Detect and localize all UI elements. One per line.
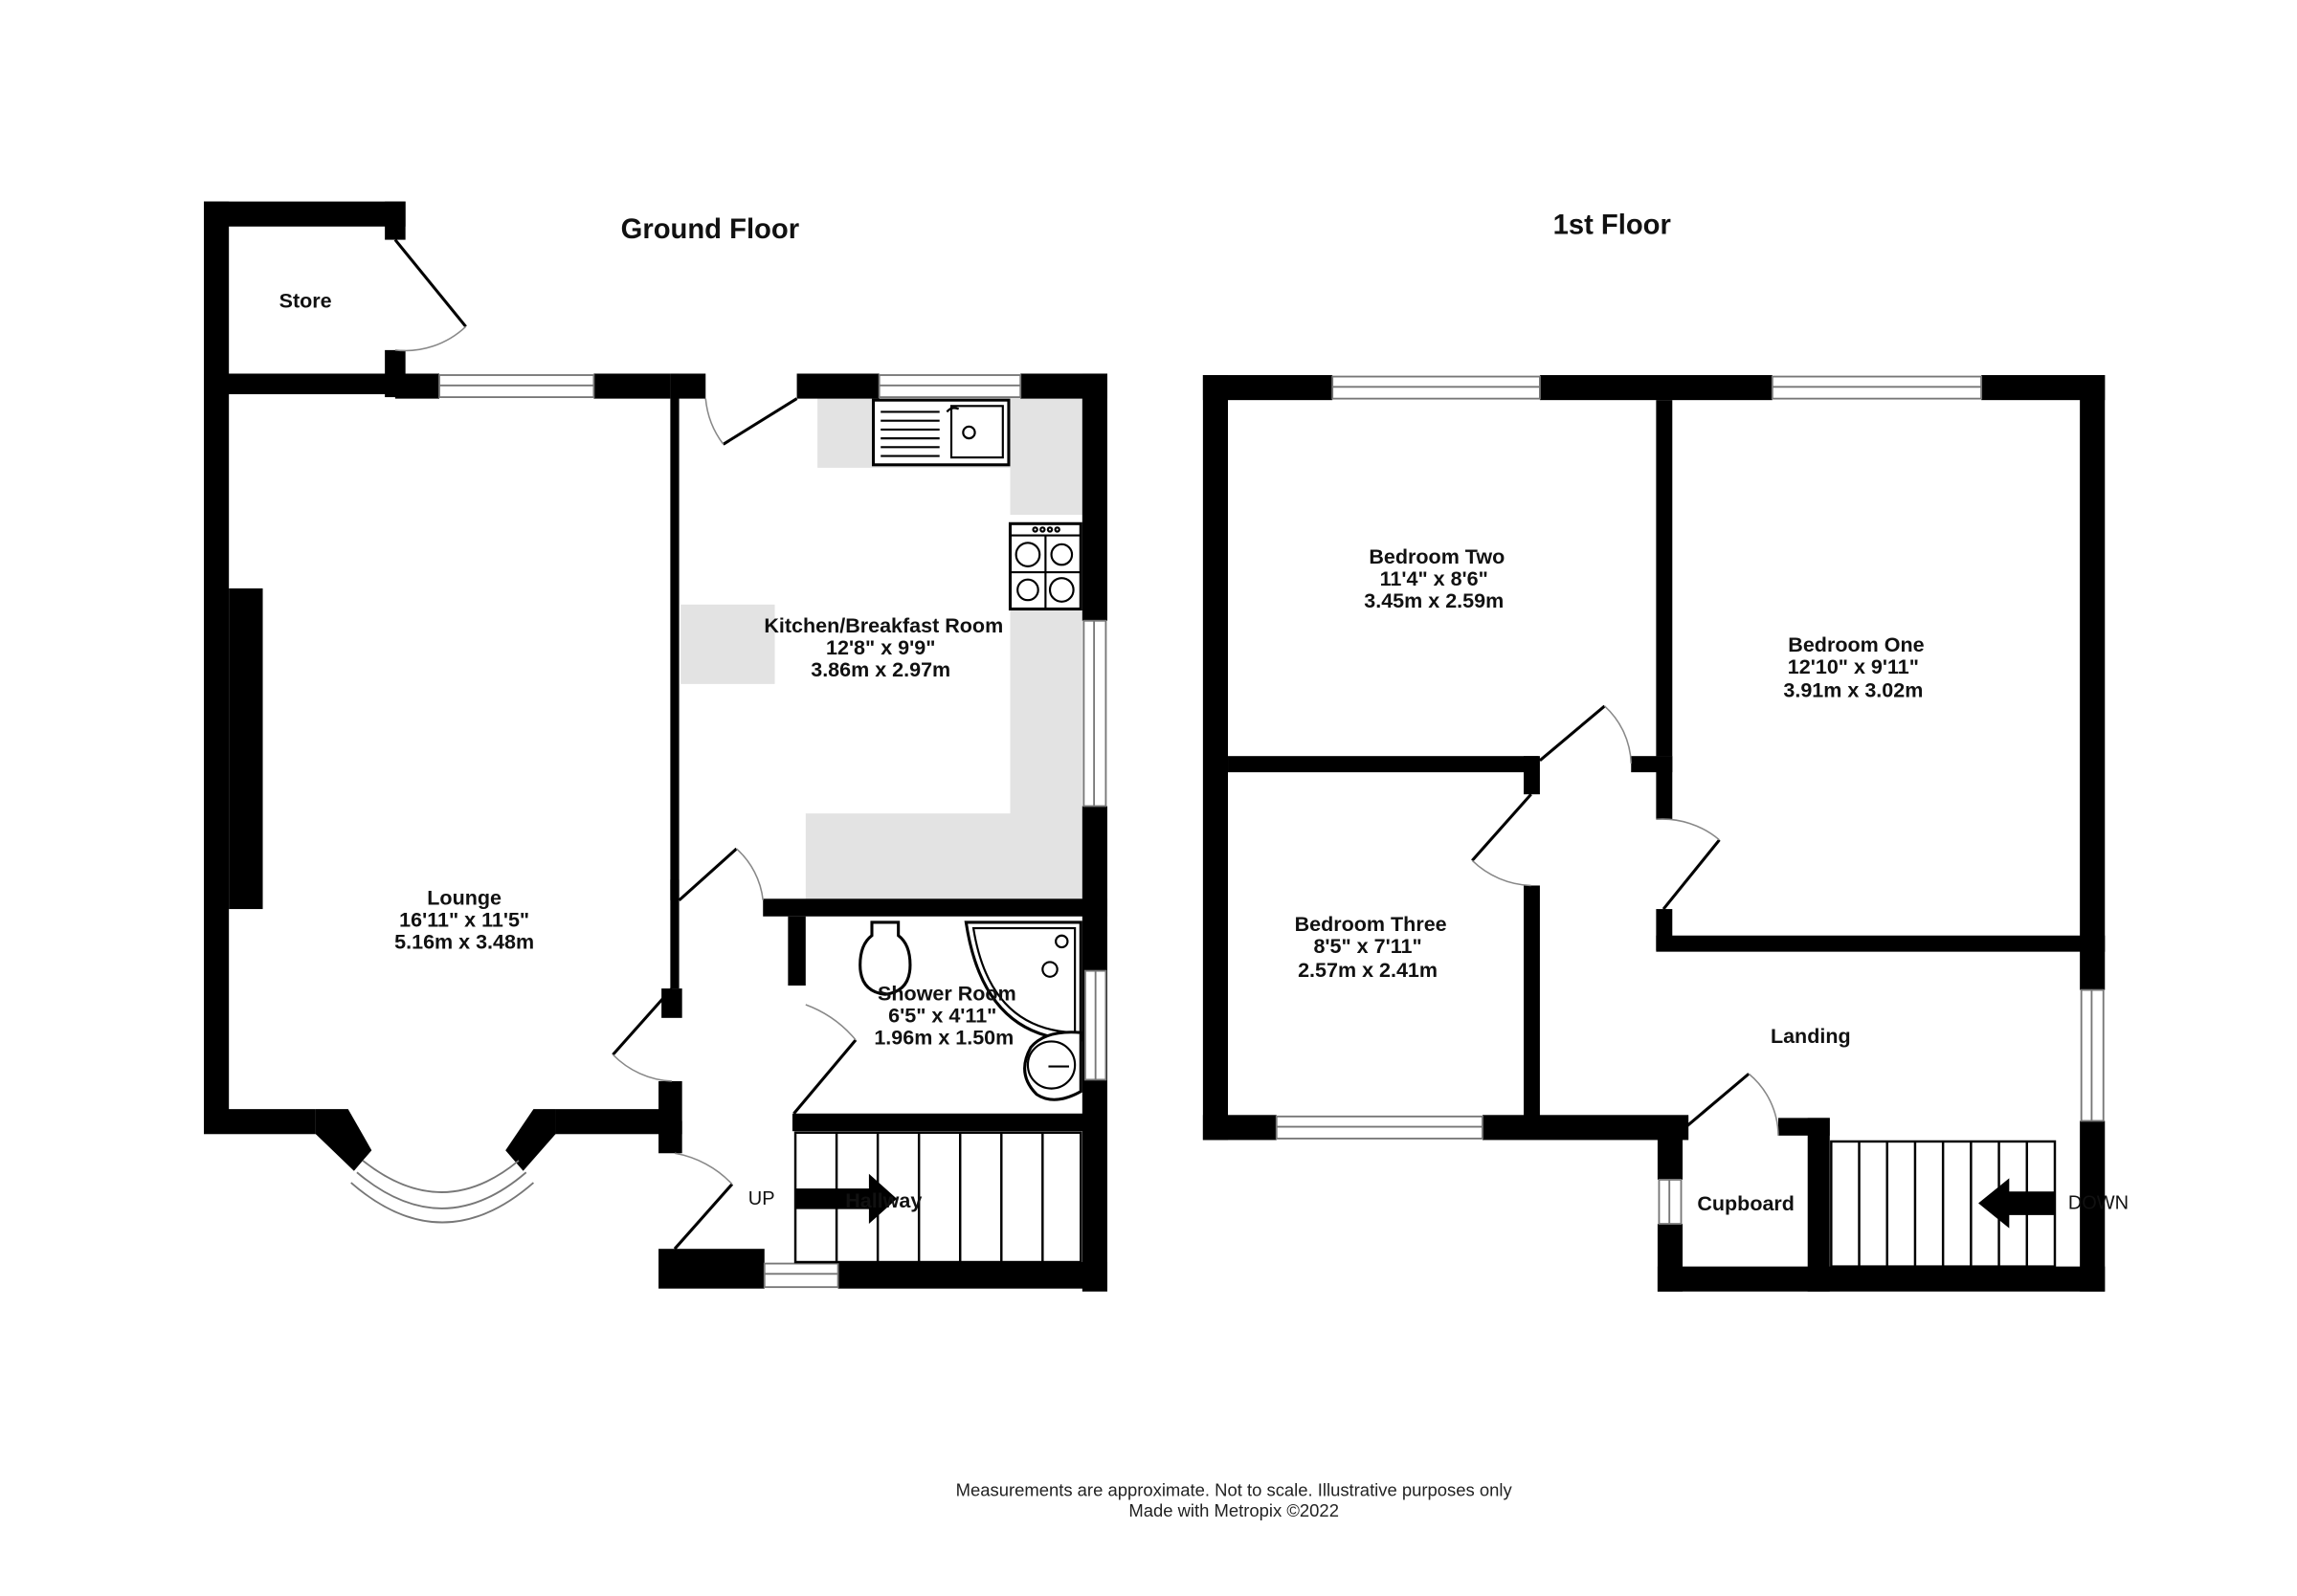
lounge-walls (204, 373, 682, 1171)
lounge-window (438, 374, 595, 399)
shower-room-metric: 1.96m x 1.50m (874, 1027, 1014, 1050)
shower-room-walls (788, 916, 1084, 1132)
ground-floor: Ground Floor (204, 201, 1107, 1292)
stairs-down-label: DOWN (2068, 1193, 2129, 1214)
first-floor-title: 1st Floor (1553, 210, 1671, 240)
lounge-bay-window (350, 1160, 535, 1224)
first-floor-walls (1202, 375, 2106, 1292)
sink-icon (871, 398, 1011, 467)
staircase-first (1830, 1140, 2057, 1268)
cupboard-label: Cupboard (1697, 1192, 1795, 1215)
bedroom-three-metric: 2.57m x 2.41m (1298, 959, 1438, 982)
bedroom-two-imperial: 11'4" x 8'6" (1380, 567, 1488, 590)
bedroom-one-metric: 3.91m x 3.02m (1783, 679, 1923, 702)
hob-icon (1008, 521, 1082, 610)
bedroom-two-door[interactable] (1538, 704, 1633, 764)
ground-floor-title: Ground Floor (621, 214, 799, 245)
kitchen-back-door[interactable] (704, 397, 798, 446)
bedroom-one-imperial: 12'10" x 9'11" (1788, 655, 1919, 678)
basin-icon (1023, 1031, 1082, 1101)
first-floor: 1st Floor (1202, 210, 2129, 1292)
toilet-icon (859, 920, 912, 996)
shower-window (1083, 969, 1107, 1081)
bedroom-two-window (1331, 375, 1541, 400)
lounge-door[interactable] (612, 987, 674, 1082)
landing-window (2080, 988, 2105, 1122)
lounge-metric: 5.16m x 3.48m (394, 931, 534, 954)
bedroom-one-label: Bedroom One (1788, 633, 1924, 656)
shower-room-label: Shower Room (878, 982, 1016, 1005)
cupboard-door[interactable] (1682, 1073, 1779, 1136)
disclaimer-text: Measurements are approximate. Not to sca… (956, 1479, 1513, 1499)
kitchen-hall-door[interactable] (678, 847, 764, 901)
store-door[interactable] (393, 238, 467, 352)
kitchen-imperial: 12'8" x 9'9" (826, 636, 935, 659)
footer: Measurements are approximate. Not to sca… (956, 1479, 1513, 1520)
bedroom-three-label: Bedroom Three (1295, 913, 1447, 936)
kitchen-window-side (1082, 619, 1107, 808)
kitchen-window-top (878, 374, 1022, 399)
shower-room-imperial: 6'5" x 4'11" (888, 1004, 996, 1027)
landing-label: Landing (1771, 1025, 1851, 1048)
front-door[interactable] (673, 1152, 734, 1251)
kitchen-metric: 3.86m x 2.97m (811, 658, 950, 681)
bedroom-three-imperial: 8'5" x 7'11" (1313, 935, 1421, 958)
bedroom-two-metric: 3.45m x 2.59m (1364, 589, 1504, 612)
hallway-walls (658, 1120, 1107, 1289)
front-window (763, 1262, 839, 1289)
kitchen-walls (670, 373, 1107, 1292)
hallway-label: Hallway (845, 1189, 922, 1212)
staircase-ground (793, 1131, 1082, 1264)
bedroom-three-window (1275, 1115, 1483, 1140)
kitchen-label: Kitchen/Breakfast Room (764, 614, 1003, 637)
stairs-up-label: UP (748, 1188, 775, 1209)
cupboard-window (1658, 1179, 1683, 1225)
store-label: Store (279, 289, 332, 312)
bedroom-two-label: Bedroom Two (1369, 545, 1505, 568)
lounge-label: Lounge (427, 886, 502, 909)
bedroom-one-door[interactable] (1656, 818, 1721, 911)
lounge-imperial: 16'11" x 11'5" (399, 909, 529, 932)
down-arrow-icon (1978, 1178, 2055, 1229)
shower-door[interactable] (792, 1004, 858, 1115)
bedroom-one-window (1771, 375, 1983, 400)
bedroom-three-door[interactable] (1471, 793, 1532, 887)
up-arrow-icon (795, 1173, 898, 1225)
kitchen-counters (680, 394, 1082, 899)
credit-text: Made with Metropix ©2022 (1128, 1500, 1339, 1520)
